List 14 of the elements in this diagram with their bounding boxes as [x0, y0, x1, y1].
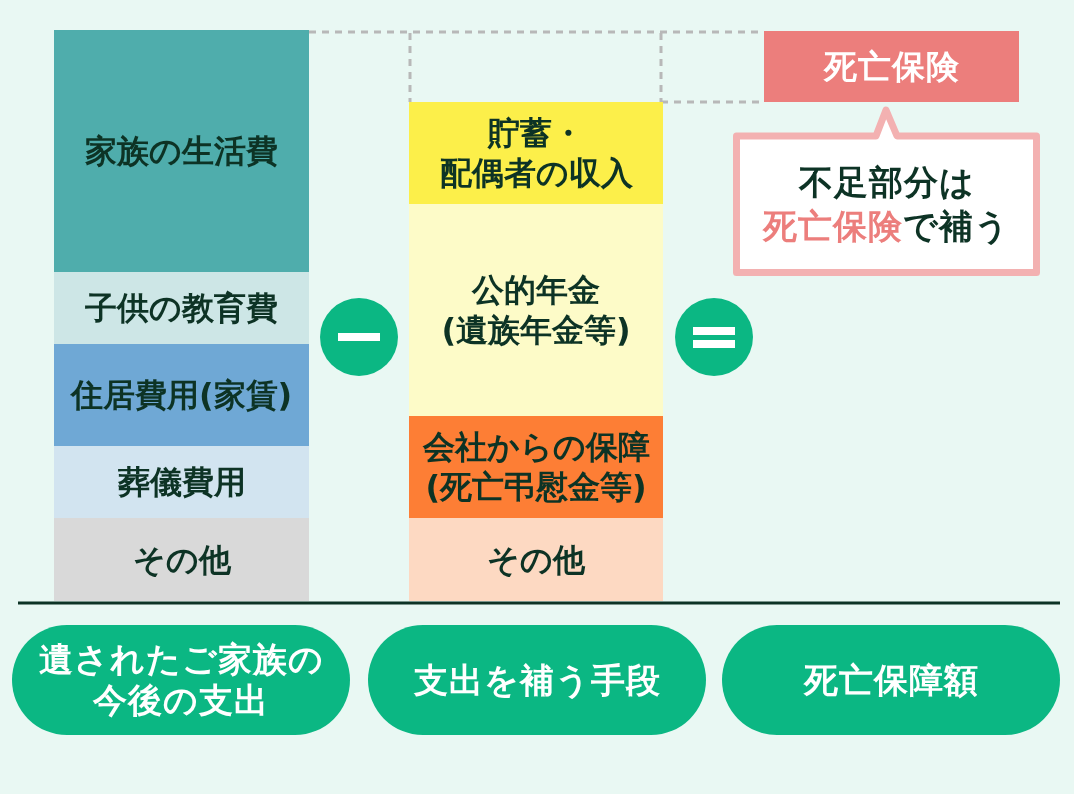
bar-segment: 会社からの保障(死亡弔慰金等) [409, 416, 663, 518]
pill-label: 遺されたご家族の今後の支出 [12, 625, 350, 735]
bar-segment: 公的年金(遺族年金等) [409, 204, 663, 416]
pill-label: 死亡保障額 [722, 625, 1060, 735]
bar-segment: その他 [409, 518, 663, 601]
bar-segment: 貯蓄・配偶者の収入 [409, 102, 663, 204]
bar-segment: その他 [54, 518, 309, 601]
label-box: 死亡保険 [764, 31, 1019, 102]
bar-segment: 住居費用(家賃) [54, 344, 309, 446]
pill-label: 支出を補う手段 [368, 625, 706, 735]
speech-bubble: 不足部分は死亡保険で補う [733, 104, 1040, 276]
bar-segment: 家族の生活費 [54, 30, 309, 272]
bar-segment: 葬儀費用 [54, 446, 309, 518]
bar-segment: 子供の教育費 [54, 272, 309, 344]
